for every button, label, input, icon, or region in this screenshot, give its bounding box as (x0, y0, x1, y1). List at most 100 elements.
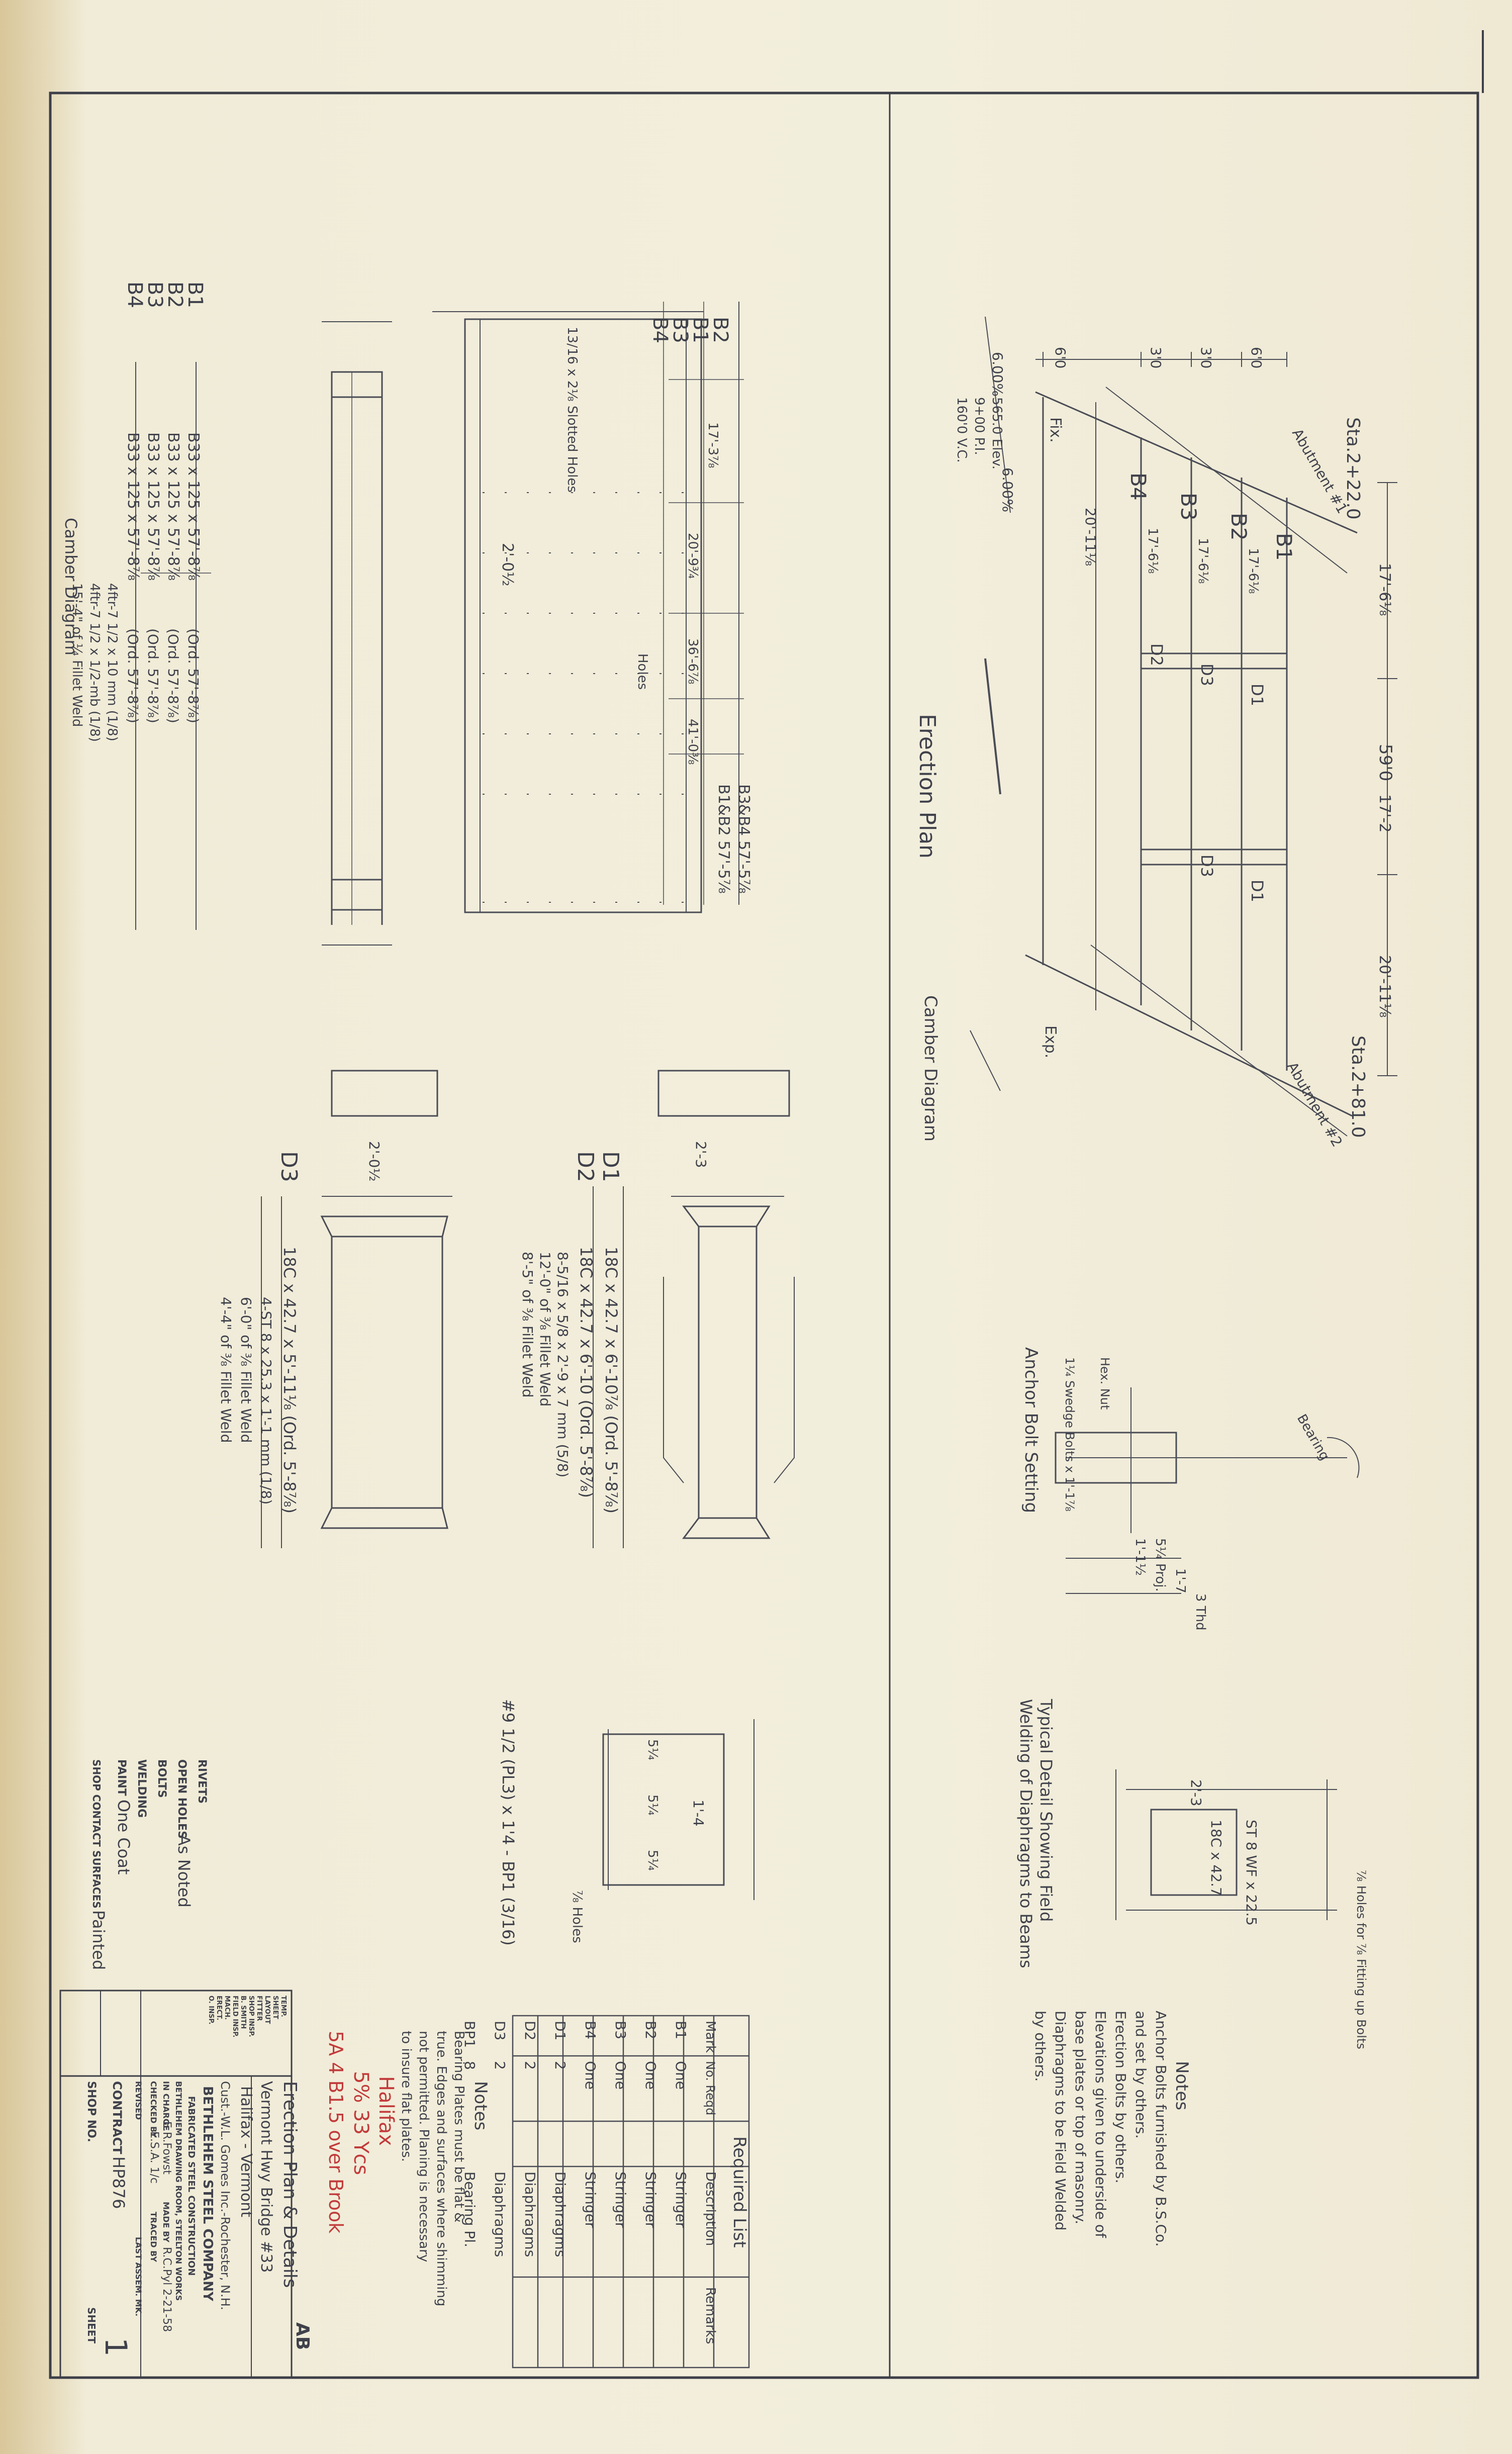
grade-lower: 6.00% (999, 467, 1016, 512)
anchor-hex-nut: Hex. Nut (1098, 1357, 1112, 1409)
fix-label: Fix. (1047, 417, 1064, 443)
d3-note-c: 4'-4" of ⅜ Fillet Weld (218, 1297, 234, 1443)
bolts-label: BOLTS (155, 1759, 168, 1798)
shop-contact-value: Painted (89, 1910, 108, 1970)
required-list-cell: Diaphragms (492, 2172, 508, 2257)
revised-label: REVISED (134, 2081, 143, 2120)
required-list-cell: One (642, 2061, 659, 2090)
drawing-title: Erection Plan & Details (279, 2081, 300, 2288)
title-block-side-label: SHOP INSP. (247, 1996, 255, 2037)
shop-contact-label: SHOP CONTACT SURFACES (90, 1759, 103, 1909)
vc-note-2: 9+00 P.I. (972, 397, 987, 455)
camber-table: B1 B2 B3 B4 B33 x 125 x 57'-8⅞ B33 x 125… (61, 281, 207, 742)
traced-by-label: TRACED BY (149, 2212, 158, 2262)
notes-text-7: by others. (1032, 2011, 1049, 2082)
required-list-cell: D1 (552, 2021, 569, 2040)
sheet-border (49, 30, 1484, 2379)
required-list-cell: Diaphragms (552, 2172, 569, 2257)
typical-dim: 2'-3 (1188, 1779, 1204, 1806)
required-list-cell: 2 (522, 2061, 538, 2070)
camber-mark-b3: B3 (143, 281, 166, 308)
spacing-1: 6'0 (1052, 347, 1069, 368)
title-block-side-label: MACH. (223, 1996, 231, 2020)
bearing-plate-labels: #9 1/2 (PL3) x 1'4 - BP1 (3/16) 1'-4 5¼ … (499, 1699, 707, 1946)
last-assem-label: LAST ASSEM. MK. (134, 2237, 143, 2316)
required-list-cell: D2 (522, 2021, 538, 2040)
stringer-b1: B1 (1272, 533, 1296, 561)
abutment-2: Abutment #2 (1284, 1059, 1346, 1150)
required-list-cell: One (673, 2061, 689, 2090)
notes-text-2: and set by others. (1132, 2011, 1149, 2139)
contract-label: CONTRACT (110, 2081, 124, 2154)
red-note-3: 5A 4 B1.5 over Brook (325, 2031, 347, 2233)
camber-mark-b4: B4 (123, 281, 146, 308)
anchor-bolt-labels: Anchor Bolt Setting Bearing 5¼ Proj. 1'-… (1021, 1347, 1332, 1631)
title-block-side-label: B. SMITH (239, 1996, 247, 2029)
row-length-4: 41'-0⅜ (685, 719, 700, 765)
elev-mark-b3: B3 (669, 317, 692, 343)
camber-diagram-label: Camber Diagram (920, 995, 940, 1142)
notes-heading: Notes (1172, 2061, 1192, 2110)
open-holes-label: OPEN HOLES (175, 1759, 188, 1839)
contract-value: HP876 (109, 2156, 128, 2209)
required-list-cell: Stringer (582, 2172, 599, 2228)
stringer-b2: B2 (1226, 513, 1251, 541)
required-list-cell: Bearing Pl. (461, 2172, 478, 2247)
d1-top-dim: 2'-3 (693, 1141, 709, 1168)
d3-mark: D3 (276, 1151, 302, 1182)
notes-left: Notes Bearing Plates must be flat & true… (325, 2031, 491, 2306)
stringer-b4: B4 (1126, 473, 1151, 501)
notes-text-6: Diaphragms to be Field Welded (1052, 2011, 1069, 2231)
required-list-cell: Stringer (612, 2172, 629, 2228)
made-by-label: MADE BY (161, 2202, 171, 2242)
bearing-plate-dim-2: 5¼ (645, 1795, 660, 1816)
slotted-note: 13/16 x 2⅛ Slotted Holes (564, 327, 580, 493)
row-length-2: 20'-9¾ (685, 533, 700, 579)
rivets-label: RIVETS (196, 1759, 208, 1804)
camber-desc-4: B33 x 125 x 57'-8⅞ (124, 432, 142, 581)
required-list-cell: 2 (492, 2061, 508, 2070)
camber-desc-2: B33 x 125 x 57'-8⅞ (164, 432, 182, 581)
in-charge-label: IN CHARGE (161, 2081, 171, 2131)
company-2: FABRICATED STEEL CONSTRUCTION (186, 2096, 197, 2276)
location: Halifax - Vermont (237, 2086, 255, 2217)
camber-diagram-label-left: Camber Diagram (61, 518, 80, 655)
required-list-cell: B1 (673, 2021, 689, 2039)
notes-right: Notes Anchor Bolts furnished by B.S.Co. … (1032, 2011, 1192, 2247)
diaphragm-d3-a: D3 (1197, 664, 1216, 686)
d2-mark: D2 (573, 1151, 598, 1182)
required-list-cell: B4 (582, 2021, 599, 2039)
abutment-1: Abutment #1 (1289, 426, 1351, 516)
header-description: Description (703, 2172, 718, 2246)
required-list-title: Required List (729, 2136, 749, 2248)
exp-label: Exp. (1042, 1025, 1059, 1058)
station-bottom: Sta.2+81.0 (1348, 1035, 1368, 1138)
diaphragm-d3-b: D3 (1197, 855, 1216, 877)
required-list-cell: Stringer (673, 2172, 689, 2228)
required-list-cell: 8 (461, 2061, 478, 2070)
ab-stamp: AB (292, 2322, 313, 2350)
project-name: Vermont Hwy Bridge #33 (257, 2081, 275, 2273)
red-note-1: Halifax (374, 2076, 398, 2146)
title-block-side-label: FITTER (255, 1996, 263, 2021)
length-4: 17'-6⅛ (1246, 548, 1261, 594)
diaphragm-labels: D1 D2 D3 18C x 42.7 x 6'-10⅞ (Ord. 5'-8⅞… (218, 1141, 709, 1514)
diaphragm-d1-a: D1 (1248, 684, 1267, 706)
bearing-plate-holes: ⅞ Holes (570, 1890, 585, 1943)
d3-note-b: 6'-0" of ⅜ Fillet Weld (238, 1297, 254, 1443)
title-block-side-label: SHEET (271, 1996, 279, 2019)
anchor-ab-note: 1¼ Swedge Bolts x 1'-1⅞ (1063, 1357, 1077, 1512)
title-block-side-label: TEMP. (279, 1996, 287, 2017)
required-list: Required List Mark No. Reqd Description … (703, 2021, 749, 2344)
paper-stain (0, 0, 85, 2454)
title-block-side-label: ERECT. (215, 1996, 223, 2020)
title-block-grid (59, 1990, 293, 2379)
row-length-1: 17'-3⅞ (705, 422, 720, 468)
checked-by-value: E.S.A. 1/c (148, 2131, 160, 2184)
dim-right-1: 17'-6⅛ (1376, 563, 1393, 616)
elev-mark-b1: B1 (689, 317, 712, 343)
diaphragm-d2: D2 (1147, 643, 1166, 666)
dim-right-3: 17'-2 (1376, 794, 1393, 832)
typical-detail-title-2: Welding of Diaphragms to Beams (1016, 1699, 1035, 1968)
typical-stringer-label: ST 8 WF x 22.5 (1243, 1820, 1260, 1926)
